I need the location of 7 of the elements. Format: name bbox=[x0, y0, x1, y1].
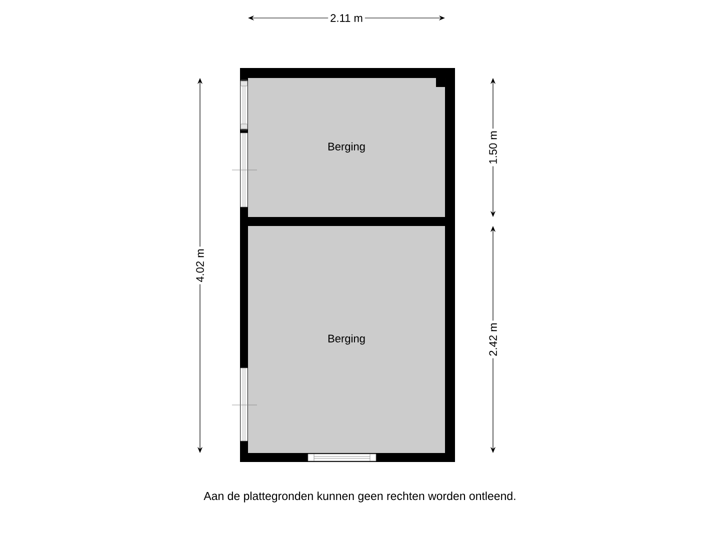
room: Berging bbox=[248, 226, 445, 453]
dimension-label: 1.50 m bbox=[487, 128, 499, 166]
dimension-label: 4.02 m bbox=[194, 246, 206, 284]
disclaimer: Aan de plattegronden kunnen geen rechten worden ontleend. bbox=[204, 492, 516, 502]
dimension-label: 2.42 m bbox=[487, 320, 499, 358]
room: Berging bbox=[248, 78, 445, 217]
dimension-label: 2.11 m bbox=[328, 12, 365, 24]
